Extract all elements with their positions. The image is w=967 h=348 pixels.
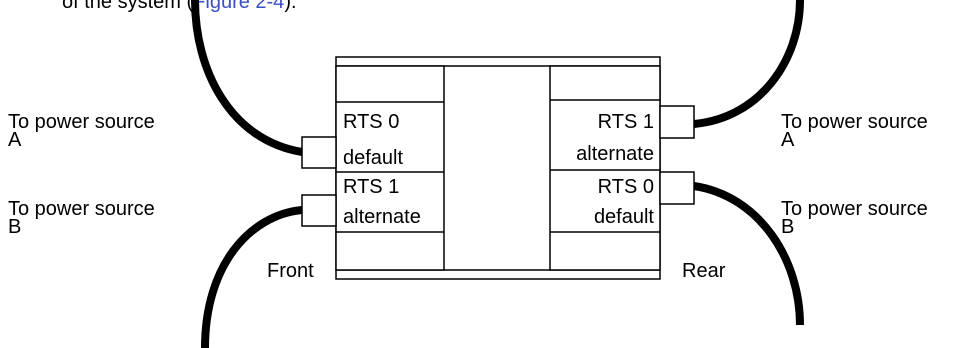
right-power-b-line2: B — [781, 216, 794, 238]
rear-port-1-name: RTS 0 — [598, 176, 654, 198]
rear-cable-a — [693, 0, 804, 128]
front-plug-b — [301, 194, 337, 227]
front-cable-b — [201, 206, 303, 348]
front-psu-column — [335, 65, 445, 271]
front-port-0-name: RTS 0 — [343, 111, 399, 133]
figure-link[interactable]: Figure 2-4 — [193, 0, 284, 13]
left-power-a-line1: To power source — [8, 111, 155, 133]
rear-port-0-name: RTS 1 — [598, 111, 654, 133]
left-power-b-line1: To power source — [8, 198, 155, 220]
front-port-0-role: default — [343, 147, 403, 169]
rear-port-1-role: default — [594, 206, 654, 228]
rear-cable-b — [693, 182, 804, 326]
top-caption-tail: ). — [284, 0, 296, 13]
top-caption-text: of the system ( — [62, 0, 193, 13]
right-power-a-line1: To power source — [781, 111, 928, 133]
rear-plug-b — [659, 171, 695, 205]
front-label: Front — [267, 260, 314, 282]
rear-port-0-role: alternate — [576, 143, 654, 165]
front-cable-a — [191, 0, 303, 156]
rear-psu-column — [549, 65, 661, 271]
front-port-1-name: RTS 1 — [343, 176, 399, 198]
top-caption-fragment: of the system (Figure 2-4). — [62, 0, 297, 13]
front-port-1-role: alternate — [343, 206, 421, 228]
right-power-a-line2: A — [781, 129, 795, 151]
left-power-b-line2: B — [8, 216, 21, 238]
rear-label: Rear — [682, 260, 726, 282]
front-plug-a — [301, 136, 337, 169]
left-power-a-line2: A — [8, 129, 22, 151]
rear-plug-a — [659, 105, 695, 139]
right-power-b-line1: To power source — [781, 198, 928, 220]
